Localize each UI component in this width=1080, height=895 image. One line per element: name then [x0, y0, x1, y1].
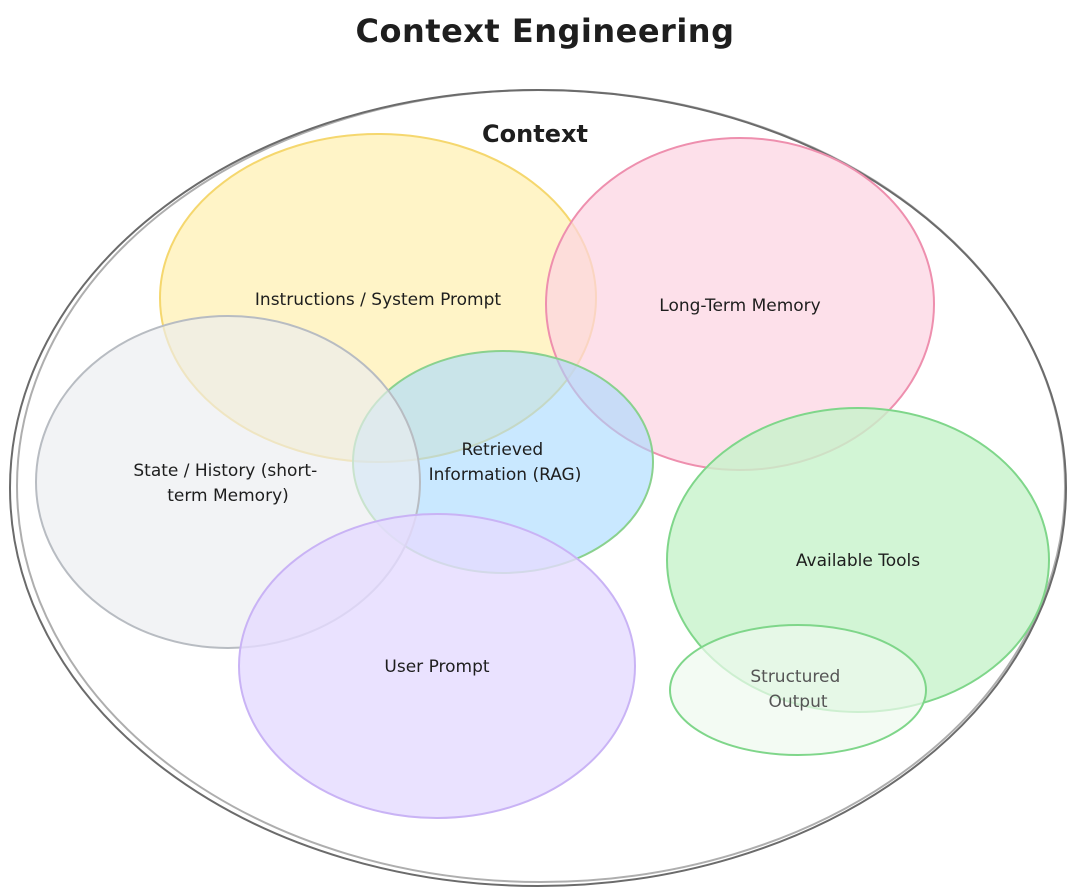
diagram-title: Context Engineering: [356, 12, 735, 50]
structured-output-label-line-1: Structured: [750, 667, 840, 687]
user-prompt-label-line: User Prompt: [384, 657, 489, 677]
instructions-label-line: Instructions / System Prompt: [255, 290, 501, 310]
instructions-label: Instructions / System Prompt: [255, 290, 501, 310]
retrieved-information-label-line-2: Information (RAG): [429, 465, 582, 485]
context-label: Context: [482, 120, 588, 148]
structured-output-region: [669, 624, 927, 756]
structured-output-label-line-2: Output: [768, 692, 827, 712]
available-tools-label: Available Tools: [796, 551, 920, 571]
long-term-memory-label: Long-Term Memory: [659, 296, 820, 316]
structured-output-label: Structured Output: [750, 667, 845, 712]
long-term-memory-label-line: Long-Term Memory: [659, 296, 820, 316]
retrieved-information-label: Retrieved Information (RAG): [429, 440, 582, 485]
state-history-label: State / History (short- term Memory): [133, 461, 322, 506]
user-prompt-label: User Prompt: [384, 657, 489, 677]
state-history-label-line-1: State / History (short-: [133, 461, 317, 481]
state-history-label-line-2: term Memory): [167, 486, 289, 506]
context-boundary-ring-sketch: [16, 89, 1066, 883]
retrieved-information-label-line-1: Retrieved: [461, 440, 543, 460]
user-prompt-region: [238, 513, 636, 819]
available-tools-label-line: Available Tools: [796, 551, 920, 571]
context-boundary: [9, 89, 1067, 887]
